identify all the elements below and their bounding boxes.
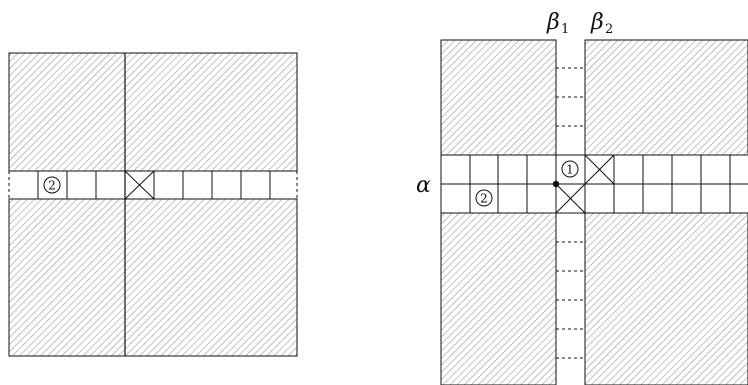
left-block-top <box>8 52 298 172</box>
beta1-subscript: 1 <box>561 22 569 37</box>
right-x-cell-lower <box>555 183 586 214</box>
beta2-label: β 2 <box>590 10 613 37</box>
right-block-bottom-right <box>584 212 748 385</box>
right-block-bottom-left <box>440 212 557 385</box>
left-x-cell <box>124 170 155 200</box>
right-block-top-left <box>440 39 557 156</box>
right-circle-label-2: 2 <box>480 192 488 206</box>
left-circle-label: 2 <box>48 179 56 193</box>
right-x-cell-upper <box>584 154 615 185</box>
left-block-bottom <box>8 198 298 357</box>
right-block-top-right <box>584 39 748 156</box>
alpha-label: α <box>416 173 431 198</box>
beta2-symbol: β <box>590 10 604 35</box>
right-horizontal-corridor <box>440 154 748 214</box>
beta1-label: β 1 <box>546 10 569 37</box>
left-circle-marker: 2 <box>43 176 61 194</box>
right-circle-marker-1: 1 <box>561 160 579 178</box>
beta2-subscript: 2 <box>605 22 613 37</box>
beta1-symbol: β <box>546 10 560 35</box>
right-circle-marker-2: 2 <box>475 189 493 207</box>
right-circle-label-1: 1 <box>566 163 574 177</box>
right-figure: 1 2 α β 1 β 2 <box>416 10 748 385</box>
intersection-dot <box>552 180 560 188</box>
left-figure: 2 <box>8 52 298 357</box>
